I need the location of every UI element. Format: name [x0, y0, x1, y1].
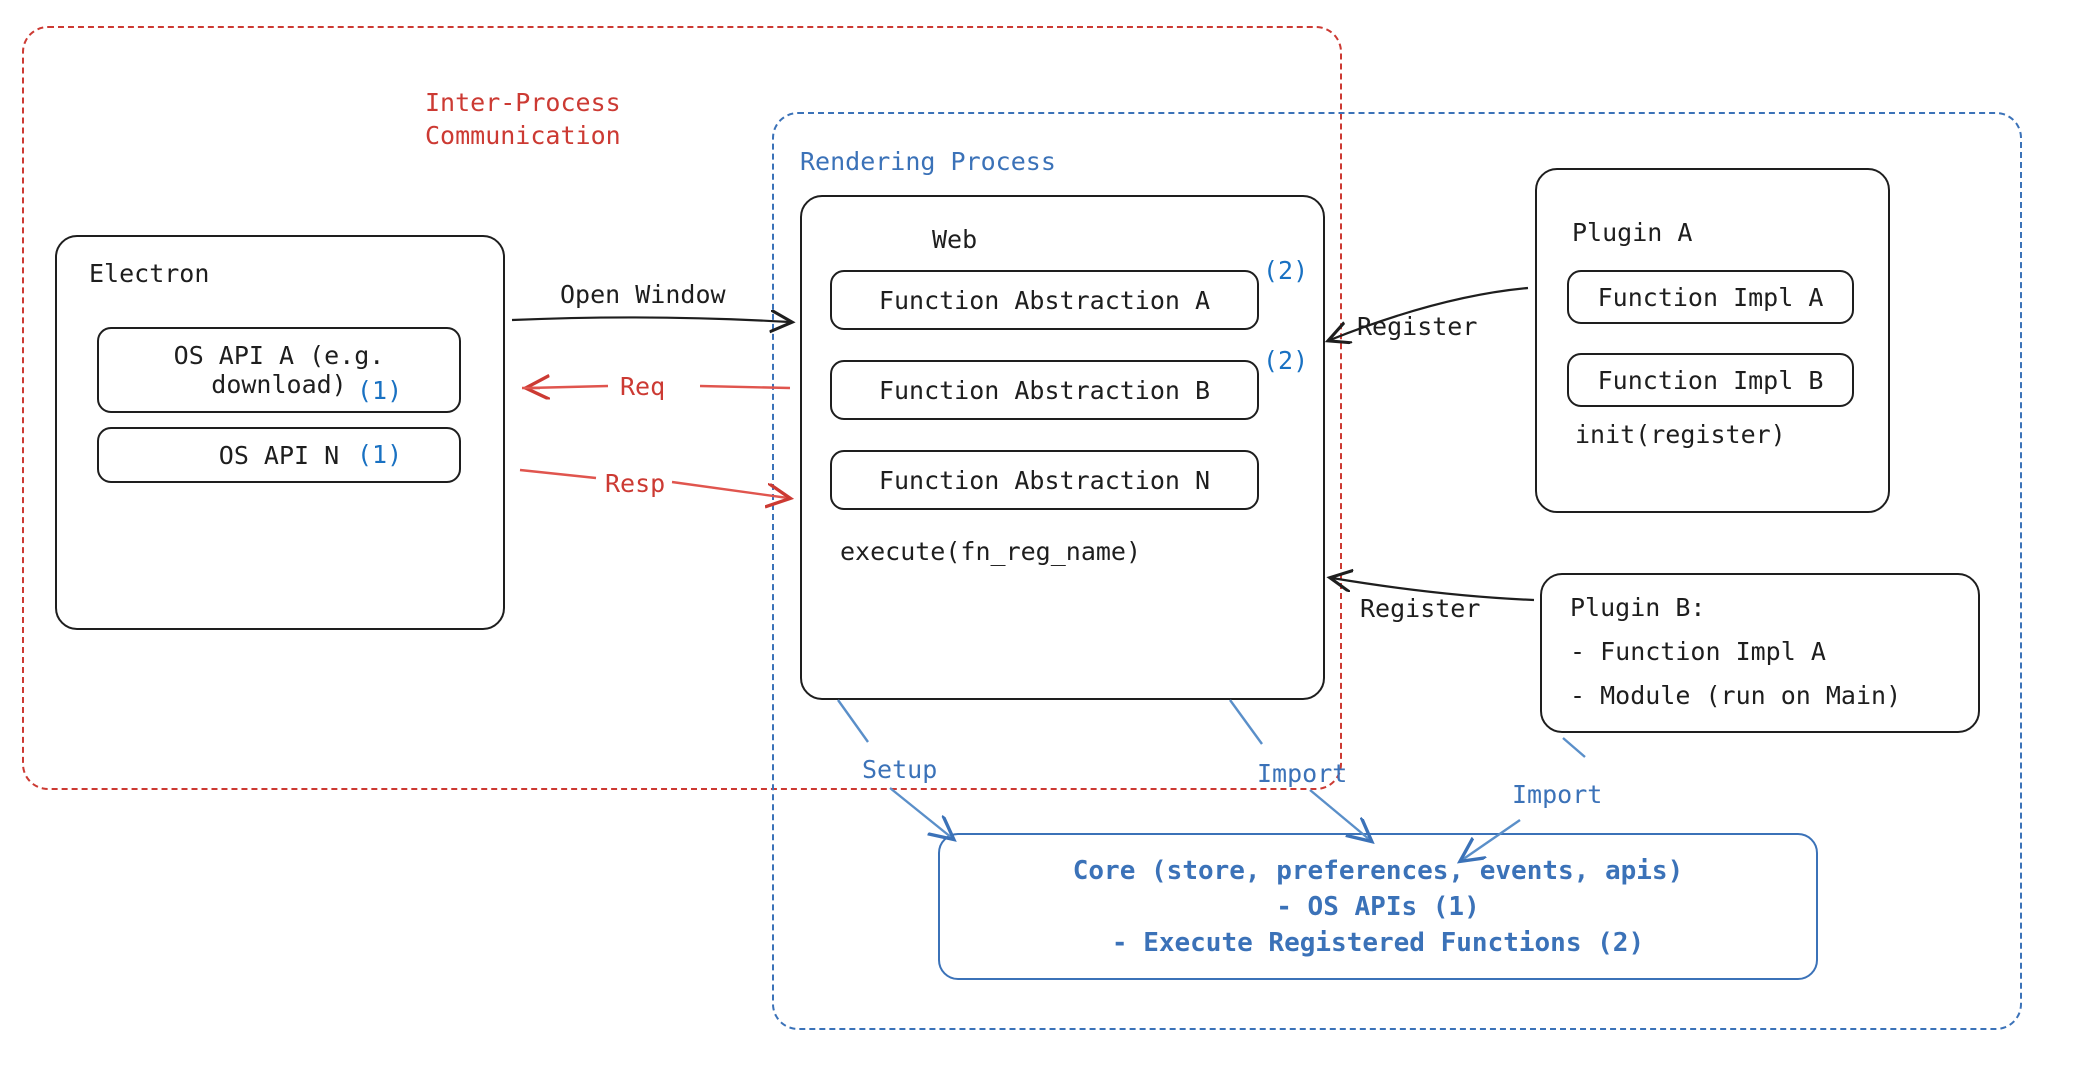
node-core-line-0: Core (store, preferences, events, apis): [1072, 856, 1684, 886]
node-web[interactable]: Web Function Abstraction A Function Abst…: [800, 195, 1325, 700]
marker-function-abstraction-a: (2): [1263, 256, 1309, 285]
container-label-rendering-process: Rendering Process: [800, 147, 1056, 176]
node-function-impl-a-label: Function Impl A: [1597, 282, 1824, 312]
node-function-abstraction-n-label: Function Abstraction N: [878, 465, 1211, 495]
node-electron-title: Electron: [89, 259, 210, 288]
node-plugin-a-footer: init(register): [1575, 420, 1786, 449]
edge-label-import-web: Import: [1257, 759, 1348, 788]
node-function-impl-b[interactable]: Function Impl B: [1567, 353, 1854, 407]
edge-label-import-plugin-b: Import: [1512, 780, 1603, 809]
node-core-line-1: - OS APIs (1): [1276, 892, 1480, 922]
node-function-abstraction-b-label: Function Abstraction B: [878, 375, 1211, 405]
node-plugin-b[interactable]: Plugin B: - Function Impl A - Module (ru…: [1540, 573, 1980, 733]
node-plugin-a-title: Plugin A: [1572, 218, 1693, 247]
node-os-api-n-label: OS API N: [218, 440, 340, 470]
node-function-abstraction-b[interactable]: Function Abstraction B: [830, 360, 1259, 420]
node-plugin-b-line-0: Plugin B:: [1570, 593, 1706, 622]
node-function-abstraction-n[interactable]: Function Abstraction N: [830, 450, 1259, 510]
node-web-footer: execute(fn_reg_name): [840, 537, 1142, 566]
node-os-api-n[interactable]: OS API N: [97, 427, 461, 483]
edge-label-setup: Setup: [862, 755, 938, 784]
node-function-impl-a[interactable]: Function Impl A: [1567, 270, 1854, 324]
node-os-api-a-label: OS API A (e.g. download): [173, 341, 385, 399]
node-plugin-b-line-1: - Function Impl A: [1570, 637, 1826, 666]
node-web-title: Web: [932, 225, 978, 254]
edge-label-open-window: Open Window: [560, 280, 726, 309]
edge-label-register-b: Register: [1360, 594, 1481, 623]
marker-function-abstraction-b: (2): [1263, 346, 1309, 375]
node-os-api-a[interactable]: OS API A (e.g. download): [97, 327, 461, 413]
node-plugin-a[interactable]: Plugin A Function Impl A Function Impl B…: [1535, 168, 1890, 513]
node-function-abstraction-a-label: Function Abstraction A: [878, 285, 1211, 315]
container-inter-process-communication: [22, 26, 1342, 790]
edge-label-register-a: Register: [1357, 312, 1478, 341]
edge-label-req: Req: [620, 372, 666, 401]
edge-label-resp: Resp: [605, 469, 666, 498]
node-function-abstraction-a[interactable]: Function Abstraction A: [830, 270, 1259, 330]
node-core[interactable]: Core (store, preferences, events, apis) …: [938, 833, 1818, 980]
marker-os-api-n: (1): [357, 440, 403, 469]
marker-os-api-a: (1): [357, 376, 403, 405]
container-rendering-process: [772, 112, 2022, 1030]
node-plugin-b-line-2: - Module (run on Main): [1570, 681, 1902, 710]
container-label-ipc: Inter-Process Communication: [425, 88, 621, 150]
node-core-line-2: - Execute Registered Functions (2): [1111, 928, 1645, 958]
node-electron[interactable]: Electron OS API A (e.g. download) (1) OS…: [55, 235, 505, 630]
node-function-impl-b-label: Function Impl B: [1597, 365, 1824, 395]
